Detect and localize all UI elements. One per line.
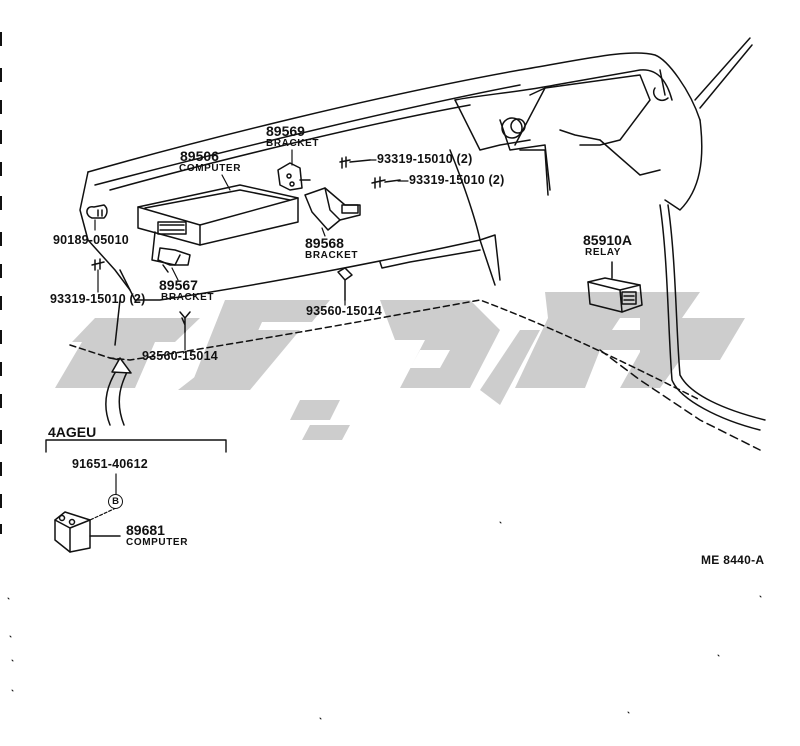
part-name-89569: BRACKET [266,138,320,149]
relay-85910A-shape [587,261,643,313]
watermark [55,292,745,440]
part-name-89568: BRACKET [305,250,359,261]
part-name-85910A: RELAY [585,247,621,258]
part-number-89567: 89567 [159,277,198,293]
part-name-89681: COMPUTER [126,537,189,548]
engine-variant-label: 4AGEU [48,424,97,440]
callout-circle-b: B [108,494,123,509]
bracket-89568-shape [304,187,361,231]
figure-reference-code: ME 8440-A [701,553,765,567]
bracket-89569-shape [277,162,311,191]
part-number-89506: 89506 [180,148,219,164]
part-number-91651: 91651-40612 [72,457,148,471]
part-number-93319-a: 93319-15010 (2) [377,152,473,166]
part-number-93319-b: 93319-15010 (2) [409,173,505,187]
part-number-93319-c: 93319-15010 (2) [50,292,146,306]
dashboard-top-edge [87,52,701,173]
part-number-85910A: 85910A [583,232,633,248]
part-name-89506: COMPUTER [179,163,242,174]
linework [7,37,766,720]
part-number-93560-b: 93560-15014 [306,304,382,318]
leader-lines [94,149,409,351]
glovebox-outline [119,239,496,301]
part-number-89568: 89568 [305,235,344,251]
bracket-89567-shape [157,247,191,266]
computer-89506-shape [137,184,299,266]
part-name-89567: BRACKET [161,292,215,303]
part-number-89681: 89681 [126,522,165,538]
part-number-93560-a: 93560-15014 [142,349,218,363]
scan-specks [7,521,762,720]
computer-89681-shape [54,511,121,553]
part-number-89569: 89569 [266,123,305,139]
dashboard-front-face [79,171,131,291]
variant-arrow [105,357,132,426]
fasteners [86,156,401,333]
part-number-90189: 90189-05010 [53,233,129,247]
